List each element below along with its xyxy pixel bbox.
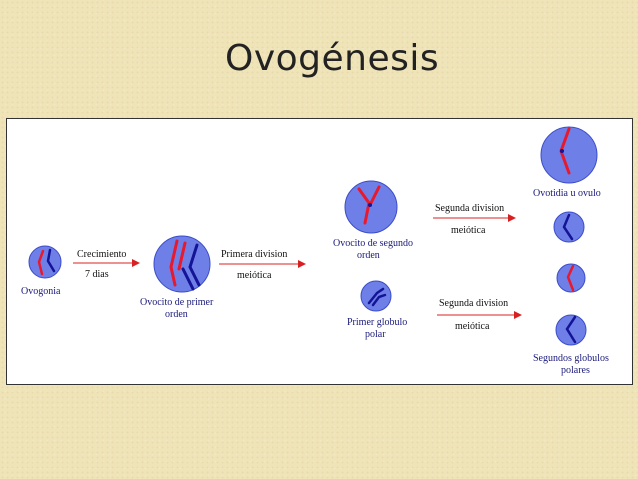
segunda2-top-label: Segunda division <box>439 298 508 309</box>
ovogonia-cell <box>29 246 61 278</box>
ovocito-primer-label-2: orden <box>165 309 188 320</box>
segundos-globulos-label-1: Segundos globulos <box>533 353 609 364</box>
primer-globulo-polar-cell <box>361 281 391 311</box>
slide-title: Ovogénesis <box>225 38 439 79</box>
ovotidia-polar-cell <box>554 212 584 242</box>
primera-bottom-label: meiótica <box>237 270 272 281</box>
segunda-division-arrow-upper: Segunda division meiótica <box>433 203 515 236</box>
segunda1-top-label: Segunda division <box>435 203 504 214</box>
segundos-globulos-label-2: polares <box>561 365 590 376</box>
primera-division-arrow: Primera division meiótica <box>219 249 305 281</box>
segunda2-bottom-label: meiótica <box>455 321 490 332</box>
segunda1-bottom-label: meiótica <box>451 225 486 236</box>
segundo-globulo-blue-cell <box>556 315 586 345</box>
ovocito-segundo-orden-cell <box>345 181 397 233</box>
ovotidia-cell <box>541 127 597 183</box>
ovogenesis-diagram: Ovogonia Crecimiento 7 dias Ovocito de p… <box>6 118 633 385</box>
ovocito-segundo-label-1: Ovocito de segundo <box>333 238 413 249</box>
ovocito-segundo-label-2: orden <box>357 250 380 261</box>
primer-globulo-label-2: polar <box>365 329 386 340</box>
primera-top-label: Primera division <box>221 249 287 260</box>
crecimiento-arrow: Crecimiento 7 dias <box>73 249 139 280</box>
segunda-division-arrow-lower: Segunda division meiótica <box>437 298 521 332</box>
segundo-globulo-red-cell <box>557 264 585 292</box>
crecimiento-top-label: Crecimiento <box>77 249 126 260</box>
primer-globulo-label-1: Primer globulo <box>347 317 407 328</box>
ovotidia-label: Ovotidia u ovulo <box>533 188 601 199</box>
ovocito-primer-orden-cell <box>154 236 210 292</box>
ovocito-primer-label-1: Ovocito de primer <box>140 297 214 308</box>
crecimiento-bottom-label: 7 dias <box>85 269 109 280</box>
ovogonia-label: Ovogonia <box>21 286 61 297</box>
